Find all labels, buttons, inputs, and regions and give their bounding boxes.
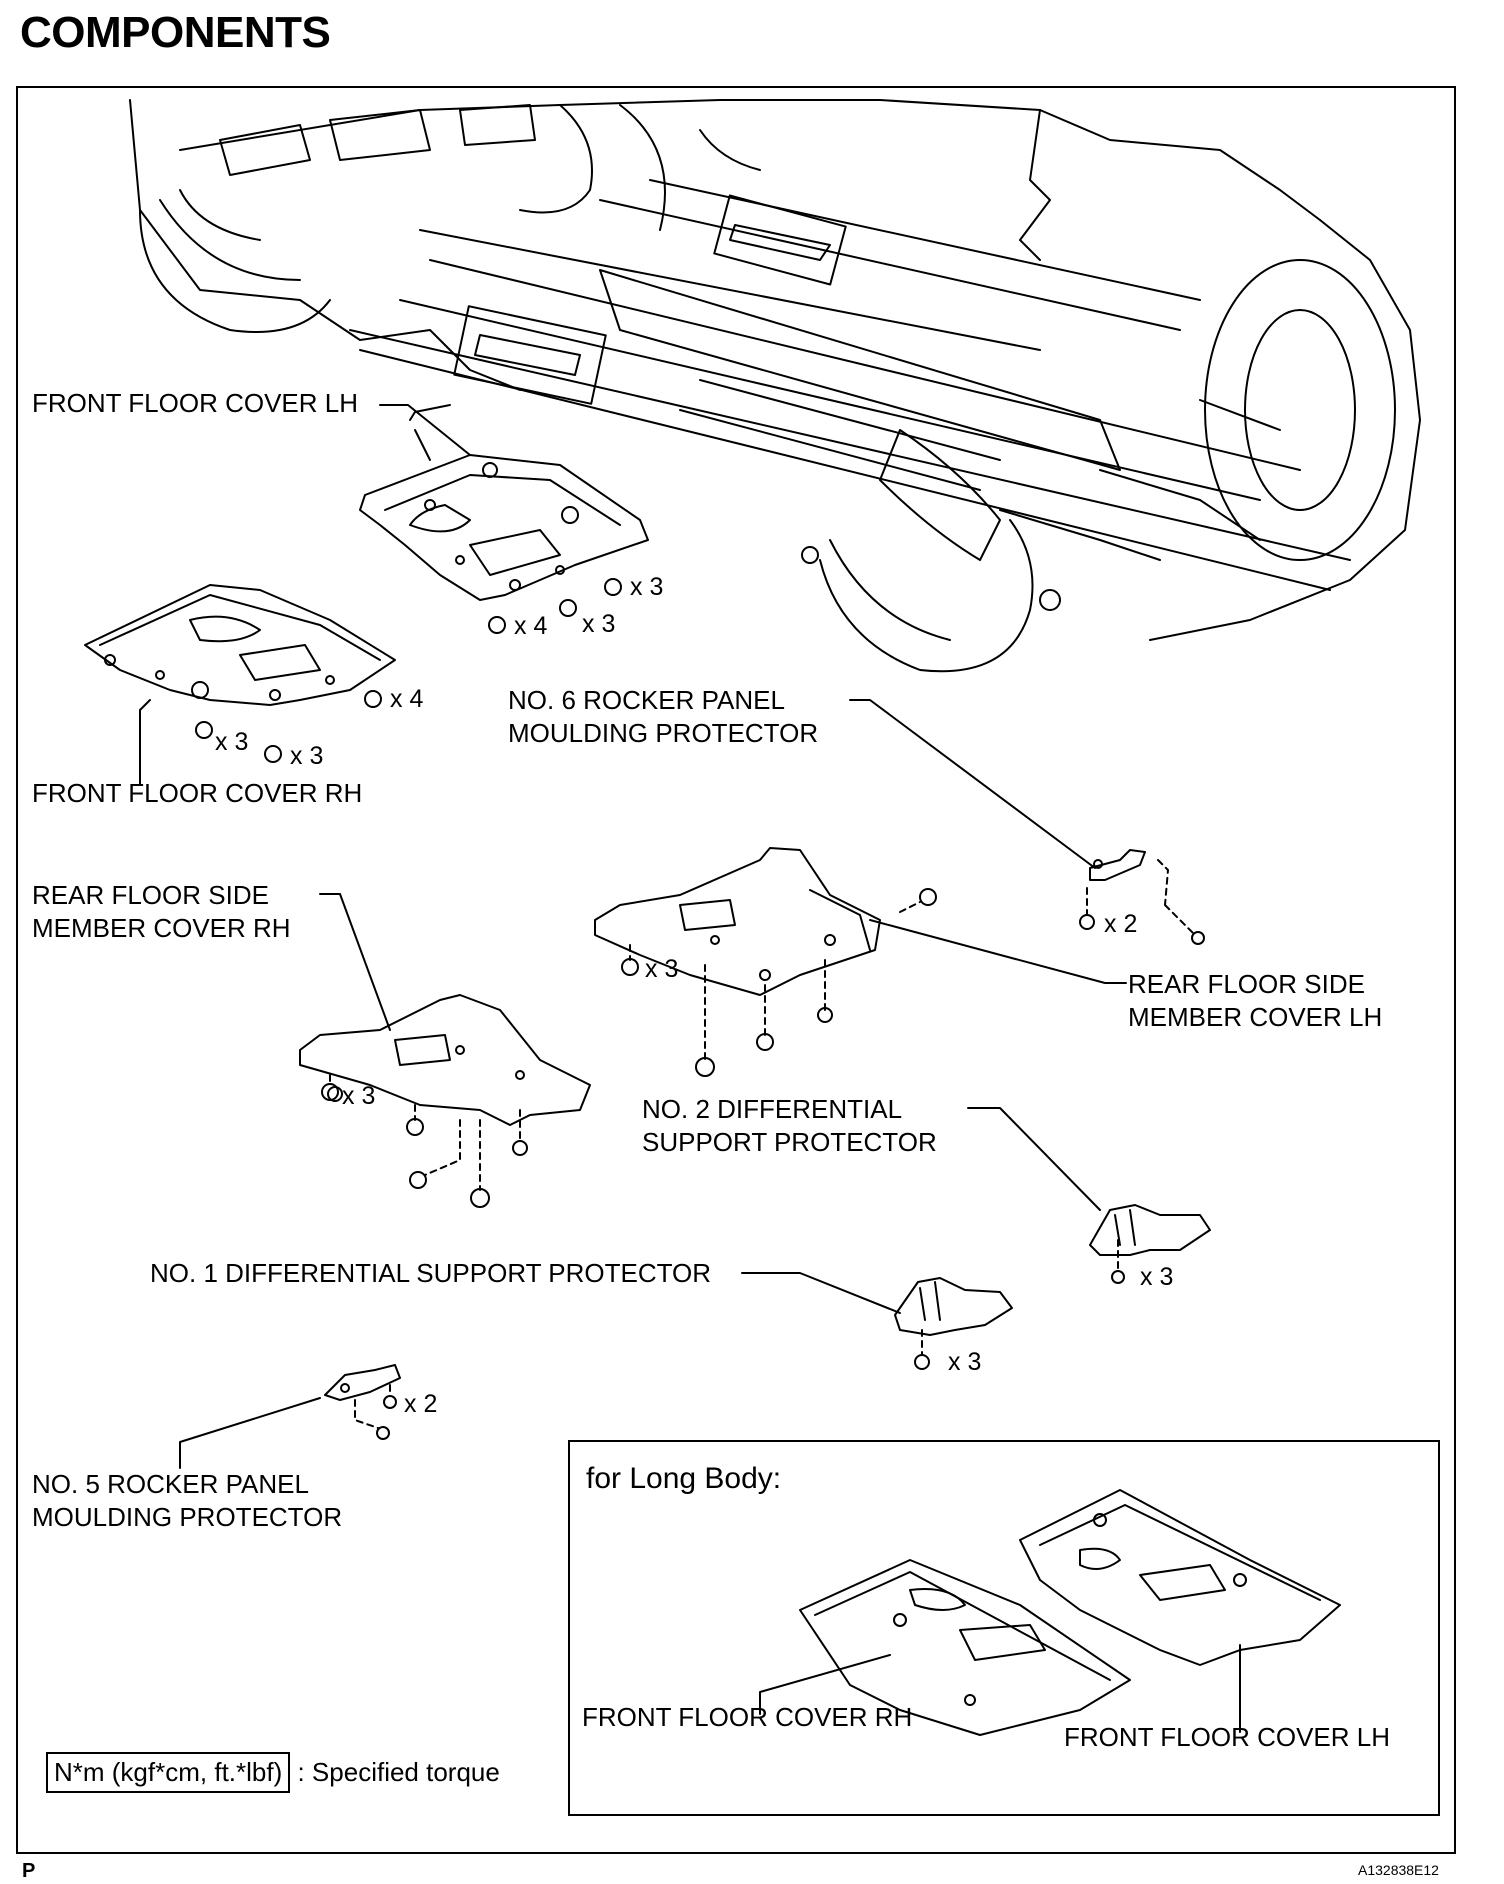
inset-label-rh: FRONT FLOOR COVER RH (582, 1702, 913, 1732)
no2-protector-drawing (1089, 1204, 1211, 1284)
label-rear-lh-line2: MEMBER COVER LH (1128, 1002, 1383, 1032)
no6-protector-drawing (1079, 849, 1205, 945)
long-body-inset (568, 1440, 1440, 1816)
label-rear-lh-line1: REAR FLOOR SIDE (1128, 969, 1365, 999)
torque-legend: N*m (kgf*cm, ft.*lbf) : Specified torque (46, 1752, 500, 1793)
label-no2-line2: SUPPORT PROTECTOR (642, 1127, 937, 1157)
label-front-floor-cover-lh: FRONT FLOOR COVER LH (32, 388, 359, 418)
vehicle-underbody (129, 99, 1421, 673)
inset-front-floor-covers-drawing (799, 1489, 1341, 1736)
label-no6-line2: MOULDING PROTECTOR (508, 718, 819, 748)
label-no6-line1: NO. 6 ROCKER PANEL (508, 685, 785, 715)
qty-rear-lh-x3: x 3 (645, 955, 679, 983)
label-rear-rh-line2: MEMBER COVER RH (32, 913, 291, 943)
label-no1: NO. 1 DIFFERENTIAL SUPPORT PROTECTOR (150, 1258, 712, 1288)
no5-protector-drawing (324, 1364, 401, 1440)
no1-protector-drawing (894, 1277, 1013, 1370)
qty-rh-x3-b: x 3 (290, 742, 324, 770)
qty-rh-x4: x 4 (390, 685, 424, 713)
label-rear-rh-line1: REAR FLOOR SIDE (32, 880, 269, 910)
rear-floor-cover-lh-drawing (594, 847, 937, 1077)
qty-no6-x2: x 2 (1104, 910, 1138, 938)
inset-label-lh: FRONT FLOOR COVER LH (1064, 1722, 1391, 1752)
label-no2-line1: NO. 2 DIFFERENTIAL (642, 1094, 903, 1124)
qty-no5-x2: x 2 (404, 1390, 438, 1418)
page-letter: P (22, 1860, 36, 1882)
inset-title: for Long Body: (586, 1462, 782, 1495)
label-no5-line1: NO. 5 ROCKER PANEL (32, 1469, 309, 1499)
qty-lh-x4: x 4 (514, 612, 548, 640)
qty-rear-rh-x3: x 3 (342, 1082, 376, 1110)
diagram-frame (16, 86, 1456, 1854)
fastener-symbols (195, 578, 622, 1102)
figure-id: A132838E12 (1358, 1862, 1439, 1878)
qty-no2-x3: x 3 (1140, 1263, 1174, 1291)
leader-lines (139, 404, 1241, 1733)
qty-lh-x3-a: x 3 (630, 573, 664, 601)
label-front-floor-cover-rh: FRONT FLOOR COVER RH (32, 778, 363, 808)
front-floor-cover-lh-drawing (359, 404, 649, 601)
rear-floor-cover-rh-drawing (299, 994, 591, 1208)
front-floor-cover-rh-drawing (84, 584, 396, 706)
label-no5-line2: MOULDING PROTECTOR (32, 1502, 343, 1532)
qty-no1-x3: x 3 (948, 1348, 982, 1376)
qty-lh-x3-b: x 3 (582, 610, 616, 638)
page-title: COMPONENTS (20, 8, 331, 57)
torque-unit-box: N*m (kgf*cm, ft.*lbf) (46, 1752, 291, 1793)
qty-rh-x3-a: x 3 (215, 728, 249, 756)
torque-description: : Specified torque (297, 1757, 500, 1787)
